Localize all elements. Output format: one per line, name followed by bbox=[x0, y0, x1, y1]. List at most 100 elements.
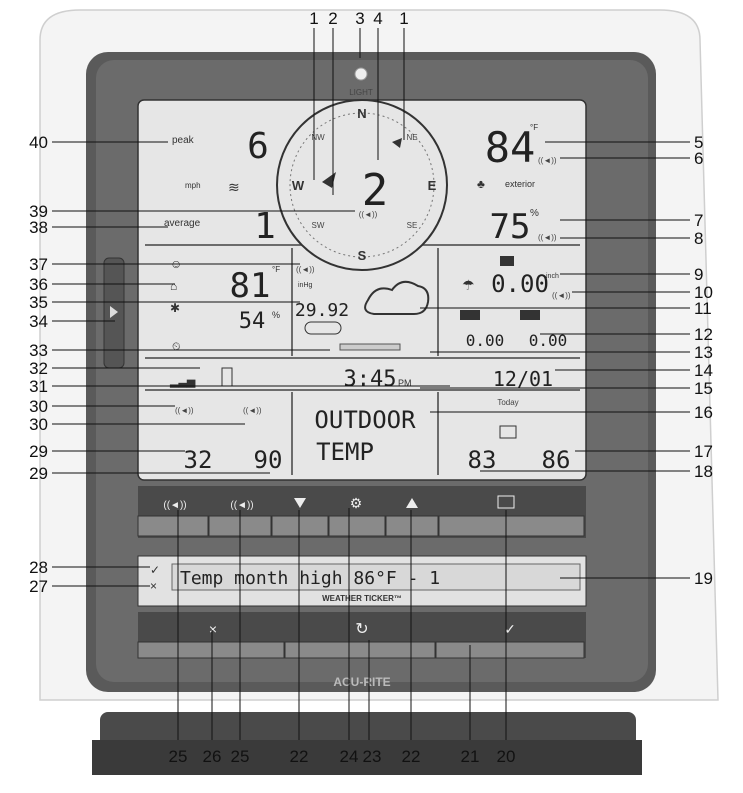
callout-left-35: 35 bbox=[29, 293, 48, 312]
house-icon: ⌂ bbox=[170, 279, 177, 293]
ticker-text: Temp month high 86°F - 1 bbox=[180, 568, 440, 589]
confirm-button[interactable] bbox=[435, 641, 585, 659]
today-high: 86 bbox=[542, 446, 571, 474]
compass-nw: NW bbox=[311, 133, 325, 142]
indoor-humidity-unit: % bbox=[272, 310, 280, 320]
callout-bottom-24: 24 bbox=[340, 747, 359, 766]
callout-left-31: 31 bbox=[29, 377, 48, 396]
pressure-value: 29.92 bbox=[295, 300, 349, 321]
rain-panel: ☂ 0.00 inch ((◄)) 0.00 0.00 bbox=[460, 256, 571, 350]
trend-arrow-icon bbox=[304, 321, 342, 335]
date-value: 12/01 bbox=[493, 367, 553, 391]
rewind-icon bbox=[460, 310, 480, 320]
alarm-icon: ((◄)) bbox=[359, 210, 378, 219]
alarm-icon: ((◄)) bbox=[175, 406, 194, 415]
alarm-icon: ((◄)) bbox=[230, 500, 253, 511]
callout-top-2: 2 bbox=[328, 9, 337, 28]
callout-right-15: 15 bbox=[694, 379, 713, 398]
down-arrow-icon bbox=[294, 498, 306, 508]
callout-left-38: 38 bbox=[29, 218, 48, 237]
callout-top-4: 4 bbox=[373, 9, 382, 28]
compass-sw: SW bbox=[312, 221, 325, 230]
compass-rose: N S E W NW NE SW SE 2 ((◄)) bbox=[276, 99, 448, 271]
settings-button[interactable] bbox=[328, 515, 386, 537]
ticker-label: WEATHER TICKER™ bbox=[322, 594, 402, 603]
snow-icon: ✱ bbox=[170, 301, 180, 315]
callout-bottom-22b: 22 bbox=[402, 747, 421, 766]
callout-left-33: 33 bbox=[29, 341, 48, 360]
today-low: 83 bbox=[468, 446, 497, 474]
compass-n: N bbox=[357, 106, 366, 121]
side-tab[interactable] bbox=[103, 257, 125, 369]
callout-bottom-25b: 25 bbox=[231, 747, 250, 766]
callout-bottom-21: 21 bbox=[461, 747, 480, 766]
lcd-screen bbox=[137, 99, 587, 481]
tree-thermometer-icon: ♣ bbox=[477, 177, 485, 191]
cloud-sun-icon bbox=[364, 280, 430, 315]
compass-ne: NE bbox=[406, 133, 417, 142]
alarm-button-1[interactable] bbox=[137, 515, 209, 537]
up-button[interactable] bbox=[385, 515, 439, 537]
callout-right-6: 6 bbox=[694, 149, 703, 168]
callout-right-8: 8 bbox=[694, 229, 703, 248]
pressure-unit: inHg bbox=[298, 282, 313, 289]
callout-right-19: 19 bbox=[694, 569, 713, 588]
exterior-panel: 84 °F ((◄)) ♣ exterior 75 % ((◄)) bbox=[477, 123, 557, 247]
exterior-humidity-unit: % bbox=[530, 208, 539, 219]
callout-lines bbox=[52, 28, 690, 740]
callout-left-30a: 30 bbox=[29, 397, 48, 416]
play-icon bbox=[500, 256, 514, 266]
callout-right-13: 13 bbox=[694, 343, 713, 362]
callout-right-12: 12 bbox=[694, 325, 713, 344]
peak-value: 6 bbox=[247, 126, 269, 167]
indoor-temp: 81 bbox=[230, 266, 271, 306]
confirm-icon: ✓ bbox=[504, 621, 516, 637]
compass-e: E bbox=[428, 178, 437, 193]
peak-label: peak bbox=[172, 135, 195, 146]
outdoor-high: 90 bbox=[254, 446, 283, 474]
callout-right-9: 9 bbox=[694, 265, 703, 284]
callout-left-34: 34 bbox=[29, 312, 48, 331]
callout-bottom-20: 20 bbox=[497, 747, 516, 766]
check-icon: ✓ bbox=[150, 563, 160, 577]
exterior-temp: 84 bbox=[485, 123, 536, 172]
ticker-panel: ✓ × Temp month high 86°F - 1 WEATHER TIC… bbox=[137, 555, 587, 607]
screen-icon bbox=[497, 495, 515, 509]
refresh-button[interactable] bbox=[284, 641, 436, 659]
callout-left-29b: 29 bbox=[29, 464, 48, 483]
exterior-temp-unit: °F bbox=[530, 123, 538, 132]
callout-right-18: 18 bbox=[694, 462, 713, 481]
bottom-buttons: × ↻ ✓ ACU-RITE bbox=[137, 612, 586, 689]
top-buttons: ((◄)) ((◄)) ⚙ bbox=[137, 486, 586, 538]
callout-left-29a: 29 bbox=[29, 442, 48, 461]
clock-row: ▂▃▅ 3:45 PM 12/01 bbox=[169, 367, 553, 392]
forecast-panel: ((◄)) inHg 29.92 bbox=[295, 265, 430, 351]
callout-left-32: 32 bbox=[29, 359, 48, 378]
callout-top-1: 1 bbox=[309, 9, 318, 28]
down-button[interactable] bbox=[271, 515, 329, 537]
callout-top-5: 1 bbox=[399, 9, 408, 28]
indoor-temp-unit: °F bbox=[272, 265, 280, 274]
callout-bottom-26: 26 bbox=[203, 747, 222, 766]
brand-logo: ACU-RITE bbox=[333, 675, 390, 689]
indoor-humidity: 54 bbox=[239, 309, 266, 334]
sensor-signal-icon: ▂▃▅ bbox=[169, 376, 196, 388]
ticker-mode-line2: TEMP bbox=[316, 438, 374, 466]
alarm-icon: ((◄)) bbox=[538, 233, 557, 242]
cancel-button[interactable] bbox=[137, 641, 285, 659]
today-panel: Today 83 86 bbox=[468, 398, 571, 474]
settings-icon: ⚙ bbox=[350, 495, 363, 511]
callout-bottom-22a: 22 bbox=[290, 747, 309, 766]
callout-right-16: 16 bbox=[694, 403, 713, 422]
umbrella-icon: ☂ bbox=[462, 277, 475, 293]
callout-left-27: 27 bbox=[29, 577, 48, 596]
light-sensor: LIGHT bbox=[349, 67, 373, 97]
alarm-icon: ((◄)) bbox=[243, 406, 262, 415]
outdoor-temp-panel: ((◄)) ((◄)) 32 90 OUTDOOR TEMP bbox=[175, 406, 416, 474]
wind-icon: ≋ bbox=[228, 179, 240, 195]
screen-button[interactable] bbox=[438, 515, 585, 537]
compass-s: S bbox=[358, 248, 367, 263]
callout-right-10: 10 bbox=[694, 283, 713, 302]
callout-right-14: 14 bbox=[694, 361, 713, 380]
outdoor-low: 32 bbox=[184, 446, 213, 474]
